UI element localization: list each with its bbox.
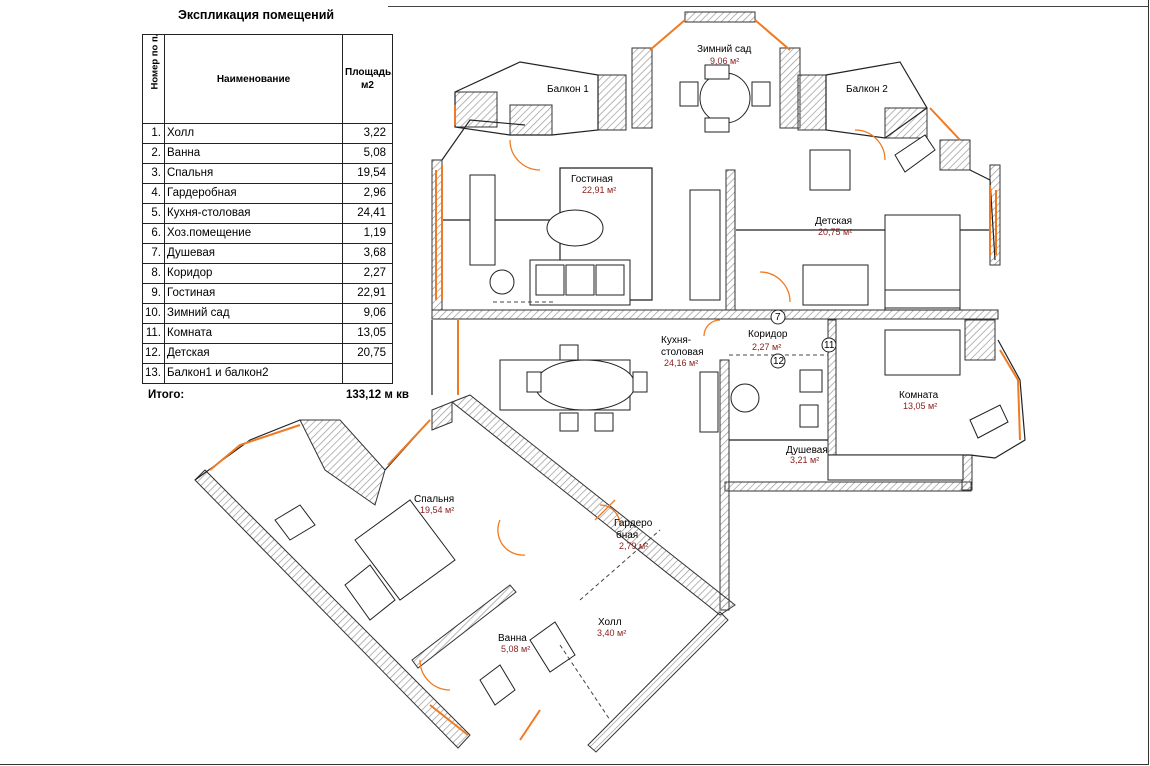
room-label-living-room: Гостиная <box>571 174 613 185</box>
room-area-hall: 3,40 м² <box>597 628 626 638</box>
room-area-living-room: 22,91 м² <box>582 185 616 195</box>
row-name: Холл <box>164 123 343 144</box>
room-label-bedroom: Спальня <box>414 494 454 505</box>
room-label-kitchen-1: Кухня- <box>661 335 691 346</box>
room-markers: 7 11 12 <box>770 309 837 369</box>
explication-table: Номер по плану Наименование Площадь, м2 … <box>142 34 393 384</box>
total-label: Итого: <box>148 389 185 401</box>
room-label-shower: Душевая <box>786 445 828 456</box>
room-label-winter-garden: Зимний сад <box>697 44 752 55</box>
marker-12: 12 <box>773 356 785 367</box>
plan-outlines <box>194 61 1026 481</box>
room-area-wardrobe: 2,79 м² <box>619 541 648 551</box>
room-area-room: 13,05 м² <box>903 401 937 411</box>
row-name: Гостиная <box>164 283 343 304</box>
row-area: 5,08 <box>342 143 393 164</box>
table-header-row: Номер по плану Наименование Площадь, м2 <box>142 34 393 124</box>
header-name: Наименование <box>164 34 343 124</box>
room-area-bath: 5,08 м² <box>501 644 530 654</box>
row-name: Детская <box>164 343 343 364</box>
row-number: 11. <box>142 323 165 344</box>
frame-top-line <box>388 6 1148 7</box>
room-area-shower: 3,21 м² <box>790 455 819 465</box>
room-labels: Зимний сад 9,06 м² Балкон 1 Балкон 2 Гос… <box>414 44 939 654</box>
row-area: 24,41 <box>342 203 393 224</box>
row-name: Балкон1 и балкон2 <box>164 363 343 384</box>
windows <box>209 19 1021 741</box>
row-area: 9,06 <box>342 303 393 324</box>
explication-title: Экспликация помещений <box>178 8 335 22</box>
room-label-wardrobe-1: Гардеро <box>614 518 653 529</box>
marker-7: 7 <box>775 312 781 323</box>
room-area-corridor: 2,27 м² <box>752 342 781 352</box>
row-area: 2,96 <box>342 183 393 204</box>
marker-11: 11 <box>824 340 835 351</box>
room-label-room: Комната <box>899 390 939 401</box>
doors <box>419 129 886 691</box>
row-area <box>342 363 393 384</box>
room-label-kitchen-2: столовая <box>661 347 704 358</box>
room-label-corridor: Коридор <box>748 329 788 340</box>
room-area-kitchen: 24,16 м² <box>664 358 698 368</box>
room-label-kids-room: Детская <box>815 216 852 227</box>
row-area: 20,75 <box>342 343 393 364</box>
room-area-bedroom: 19,54 м² <box>420 505 454 515</box>
total-value: 133,12 м кв <box>346 389 409 401</box>
row-area: 13,05 <box>342 323 393 344</box>
row-number: 10. <box>142 303 165 324</box>
room-label-balcony-2: Балкон 2 <box>846 84 888 95</box>
furniture <box>274 64 1009 706</box>
row-number: 13. <box>142 363 165 384</box>
room-label-balcony-1: Балкон 1 <box>547 84 589 95</box>
room-label-hall: Холл <box>598 617 622 628</box>
room-area-kids-room: 20,75 м² <box>818 227 852 237</box>
room-area-winter-garden: 9,06 м² <box>710 56 739 66</box>
room-label-bath: Ванна <box>498 633 527 644</box>
table-row: 13.Балкон1 и балкон2 <box>142 363 393 384</box>
row-name: Гардеробная <box>164 183 343 204</box>
room-label-wardrobe-2: бная <box>616 529 638 541</box>
walls <box>194 11 1001 753</box>
